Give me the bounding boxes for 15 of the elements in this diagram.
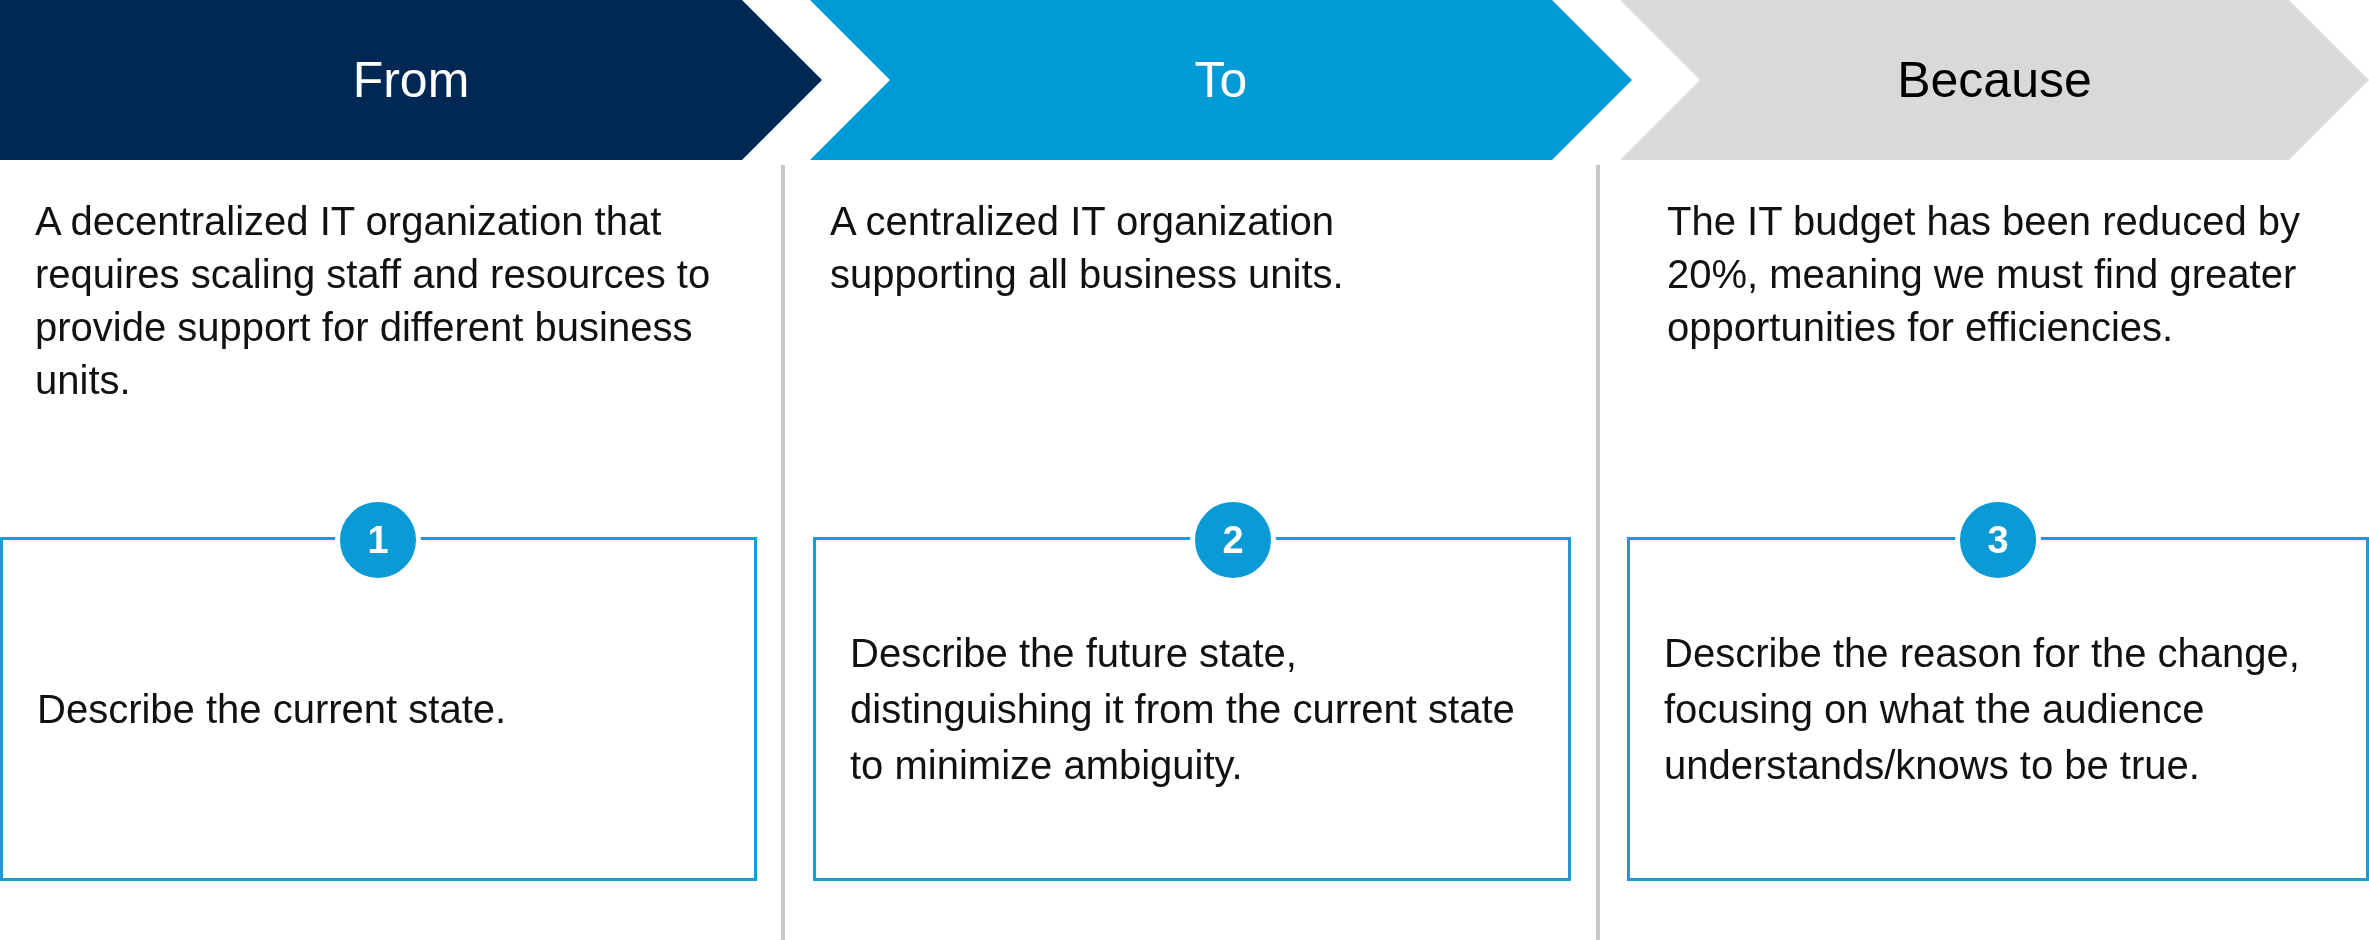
heading-text: To xyxy=(1194,51,1248,109)
chevron-banner xyxy=(810,0,1632,160)
statement-text: A centralized IT organization supporting all business units. xyxy=(830,198,1345,298)
description-text: Describe the reason for the change, focusing on what the audience understands/knows to be true. xyxy=(1664,630,2301,789)
description-text: Describe the future state, distinguishing it from the current state to minimize ambiguity. xyxy=(850,630,1516,789)
step-number: 3 xyxy=(1987,518,2009,562)
step-number: 2 xyxy=(1222,518,1244,562)
statement-text: A decentralized IT organization that requires scaling staff and resources to provide support for different business units. xyxy=(35,198,712,404)
chevron-banner xyxy=(1620,0,2369,160)
statement-text: The IT budget has been reduced by 20%, meaning we must find greater opportunities for efficiencies. xyxy=(1667,198,2302,351)
step-number: 1 xyxy=(367,518,389,562)
chevron-banner xyxy=(0,0,822,160)
heading-text: Because xyxy=(1897,51,2092,109)
heading-text: From xyxy=(352,51,470,109)
description-text: Describe the current state. xyxy=(37,686,507,733)
